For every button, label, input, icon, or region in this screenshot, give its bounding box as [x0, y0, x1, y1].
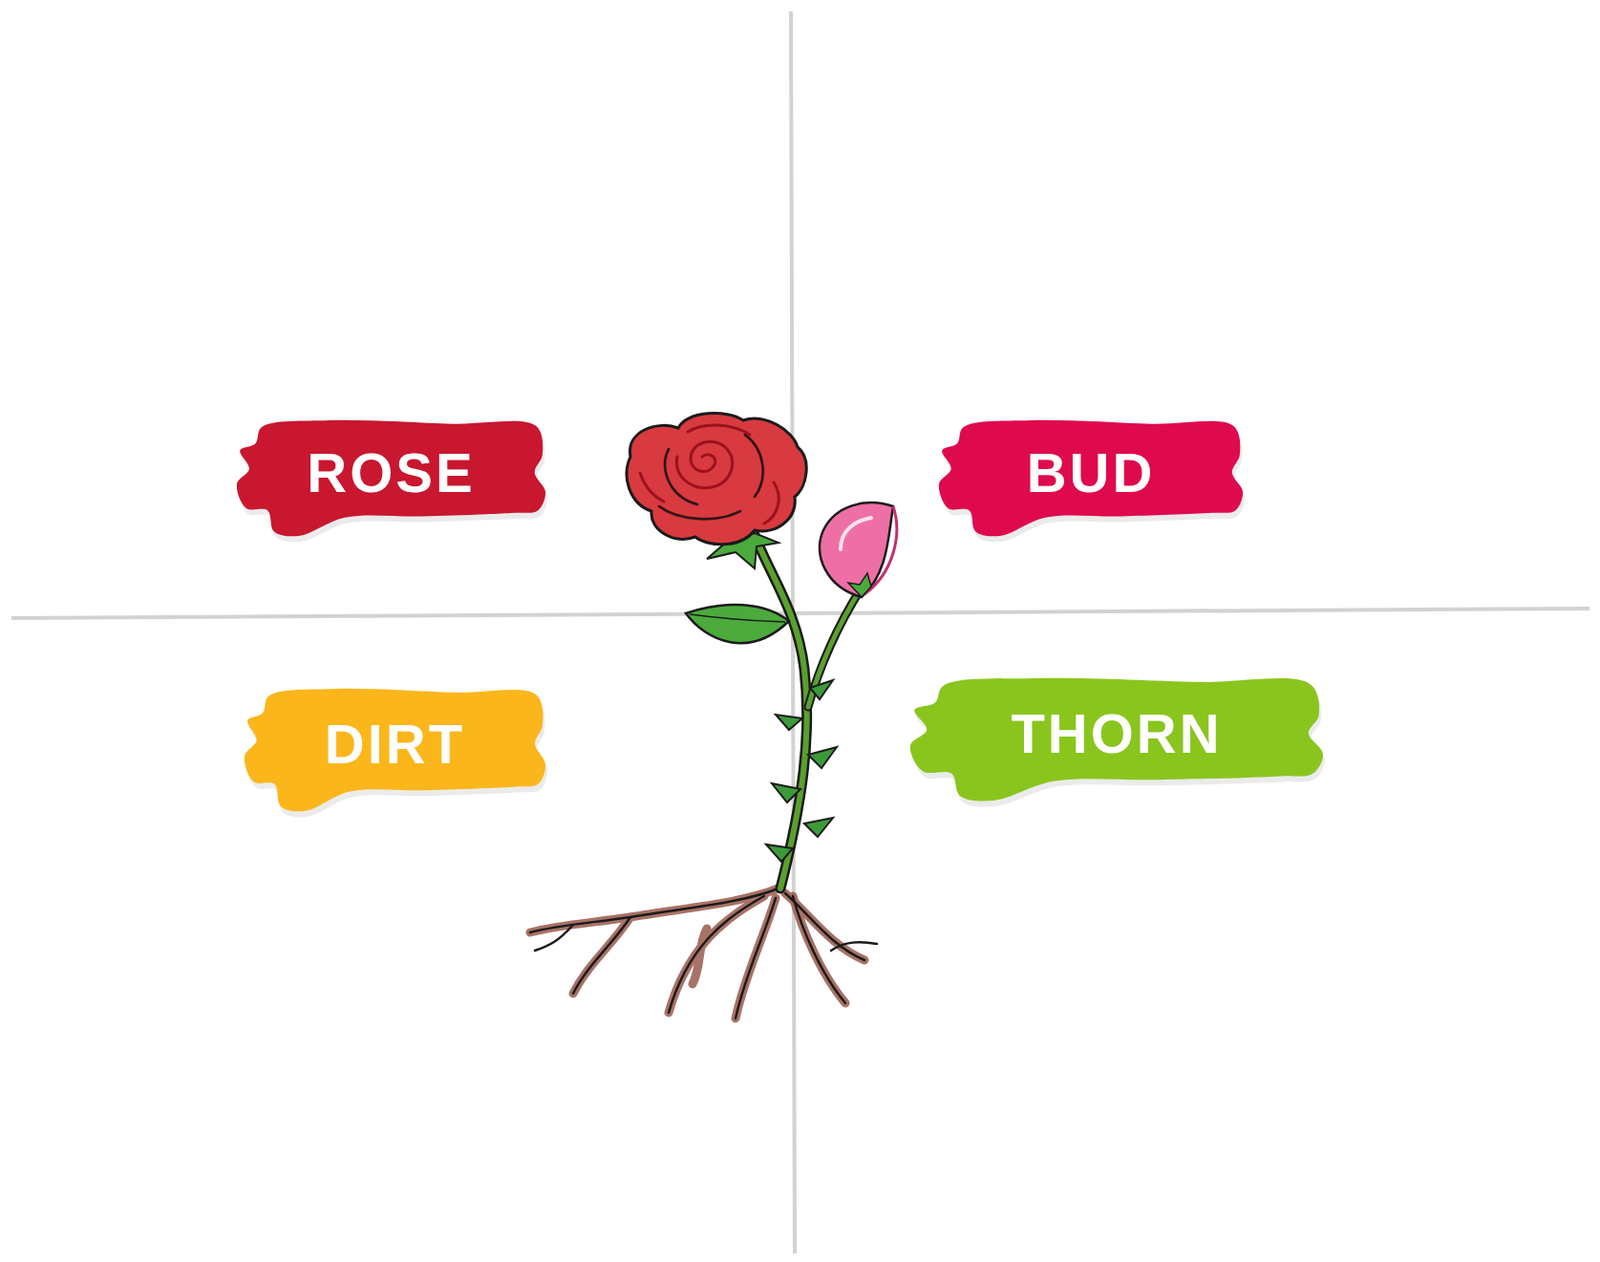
rose-head: [626, 412, 807, 569]
band-fill: [910, 678, 1323, 802]
quadrant-label: ROSE: [306, 442, 475, 504]
quadrant-label: DIRT: [324, 713, 466, 775]
roots: [530, 887, 877, 1019]
label-band: ROSE: [236, 420, 546, 536]
bud: [819, 502, 897, 598]
label-band: DIRT: [244, 688, 546, 811]
band-fill: [236, 420, 546, 537]
horizontal-axis: [11, 608, 1590, 619]
label-band: BUD: [938, 420, 1243, 536]
band-fill: [244, 688, 546, 812]
quadrant-label: THORN: [1010, 703, 1222, 765]
leaf: [685, 604, 790, 643]
label-band: THORN: [910, 678, 1323, 801]
thorn-leaves: [766, 680, 837, 862]
quadrant-axes: [11, 11, 1590, 1254]
band-fill: [938, 420, 1243, 537]
quadrant-label: BUD: [1026, 442, 1156, 504]
